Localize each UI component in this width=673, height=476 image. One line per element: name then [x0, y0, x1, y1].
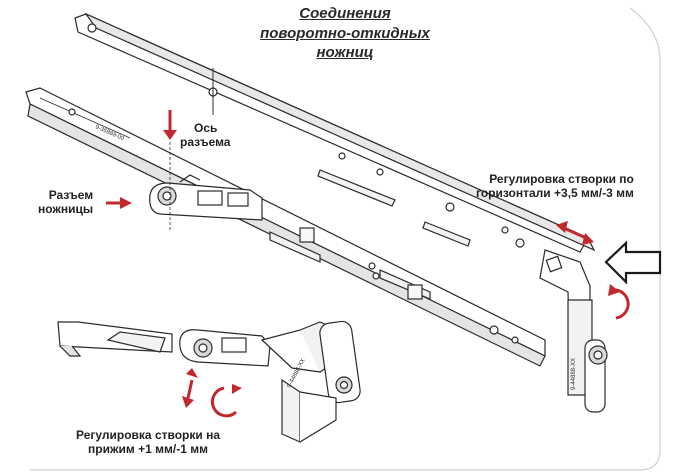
axis-label-line-1: Ось	[194, 121, 218, 135]
axis-label: Ось разъема	[180, 121, 230, 150]
axis-label-line-2: разъема	[180, 135, 231, 150]
press-adjust-label: Регулировка створки на прижим +1 мм/-1 м…	[76, 428, 220, 457]
right-hinge	[539, 249, 608, 413]
joint-label-line-1: Разъем	[48, 188, 94, 202]
press-adjust-line-1: Регулировка створки на	[76, 428, 221, 442]
lower-frame-arm	[25, 87, 546, 367]
title-line-1: Соединения	[299, 5, 391, 22]
press-adjust-line-2: прижим +1 мм/-1 мм	[88, 442, 208, 457]
hollow-left-arrow-icon	[604, 240, 662, 285]
scissor-joint-assembly	[149, 174, 263, 221]
joint-label: Разъем ножницы	[38, 188, 93, 217]
joint-label-line-2: ножницы	[38, 202, 94, 217]
horizontal-adjust-label: Регулировка створки по горизонтали +3,5 …	[476, 172, 634, 201]
horizontal-adjust-line-1: Регулировка створки по	[489, 172, 634, 186]
press-rotate-arrow	[210, 384, 242, 418]
horizontal-adjust-line-2: горизонтали +3,5 мм/-3 мм	[476, 186, 634, 201]
joint-arrow	[106, 197, 132, 209]
diagram-title: Соединения поворотно-откидных ножниц	[240, 4, 450, 63]
press-adjust-arrow	[182, 368, 198, 408]
right-hinge-marking: 9-44888-XX	[571, 358, 577, 390]
horizontal-adjust-arrow	[556, 221, 594, 245]
inset-hinge-detail	[57, 320, 361, 443]
title-line-3: ножниц	[316, 44, 374, 61]
title-line-2: поворотно-откидных	[260, 24, 430, 42]
horizontal-rotate-arrow	[608, 284, 630, 320]
axis-arrow	[163, 110, 177, 140]
